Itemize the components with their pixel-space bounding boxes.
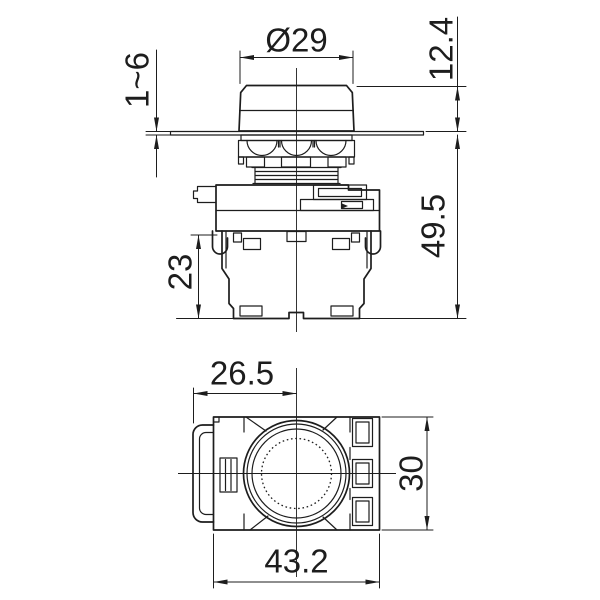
thread-section [251, 166, 342, 185]
dim-label-body-width: 43.2 [264, 543, 328, 580]
dim-head-height: 12.4 [356, 16, 467, 132]
retaining-clip [192, 424, 215, 523]
terminal-screw-left [242, 237, 262, 251]
button-face [242, 419, 351, 528]
dim-body-height: 30 [381, 416, 434, 531]
housing-outline [212, 416, 381, 531]
dim-contact-block-height: 23 [162, 234, 234, 319]
terminal-slots [351, 417, 374, 527]
dim-label-button-diameter: Ø29 [265, 22, 327, 59]
dim-button-diameter: Ø29 [239, 22, 354, 84]
release-tab [192, 185, 217, 204]
dim-body-width: 43.2 [213, 533, 380, 589]
collar-scallops [246, 139, 347, 157]
actuator-body [192, 184, 381, 232]
side-view: Ø29 12.4 1~6 49.5 23 [119, 16, 467, 332]
dim-center-offset: 26.5 [193, 355, 297, 424]
dim-mount-depth: 49.5 [359, 134, 467, 319]
terminal-slot [351, 417, 374, 448]
contact-block [211, 230, 382, 320]
terminal-screw-right [331, 237, 351, 251]
button-knurl-circle [260, 437, 333, 510]
dim-label-contact-block-height: 23 [162, 254, 199, 291]
dim-label-panel-thickness: 1~6 [119, 52, 156, 108]
mounting-hooks [211, 230, 382, 255]
corner-gussets [245, 416, 338, 531]
front-view: 26.5 30 43.2 [178, 355, 434, 589]
dim-label-head-height: 12.4 [423, 17, 460, 81]
dim-panel-thickness: 1~6 [119, 49, 171, 178]
terminal-slot [351, 496, 374, 527]
release-latch [219, 457, 238, 493]
dim-label-center-offset: 26.5 [210, 355, 274, 392]
dim-label-mount-depth: 49.5 [415, 194, 452, 258]
terminal-slot [351, 458, 374, 489]
dim-label-body-height: 30 [393, 455, 430, 492]
